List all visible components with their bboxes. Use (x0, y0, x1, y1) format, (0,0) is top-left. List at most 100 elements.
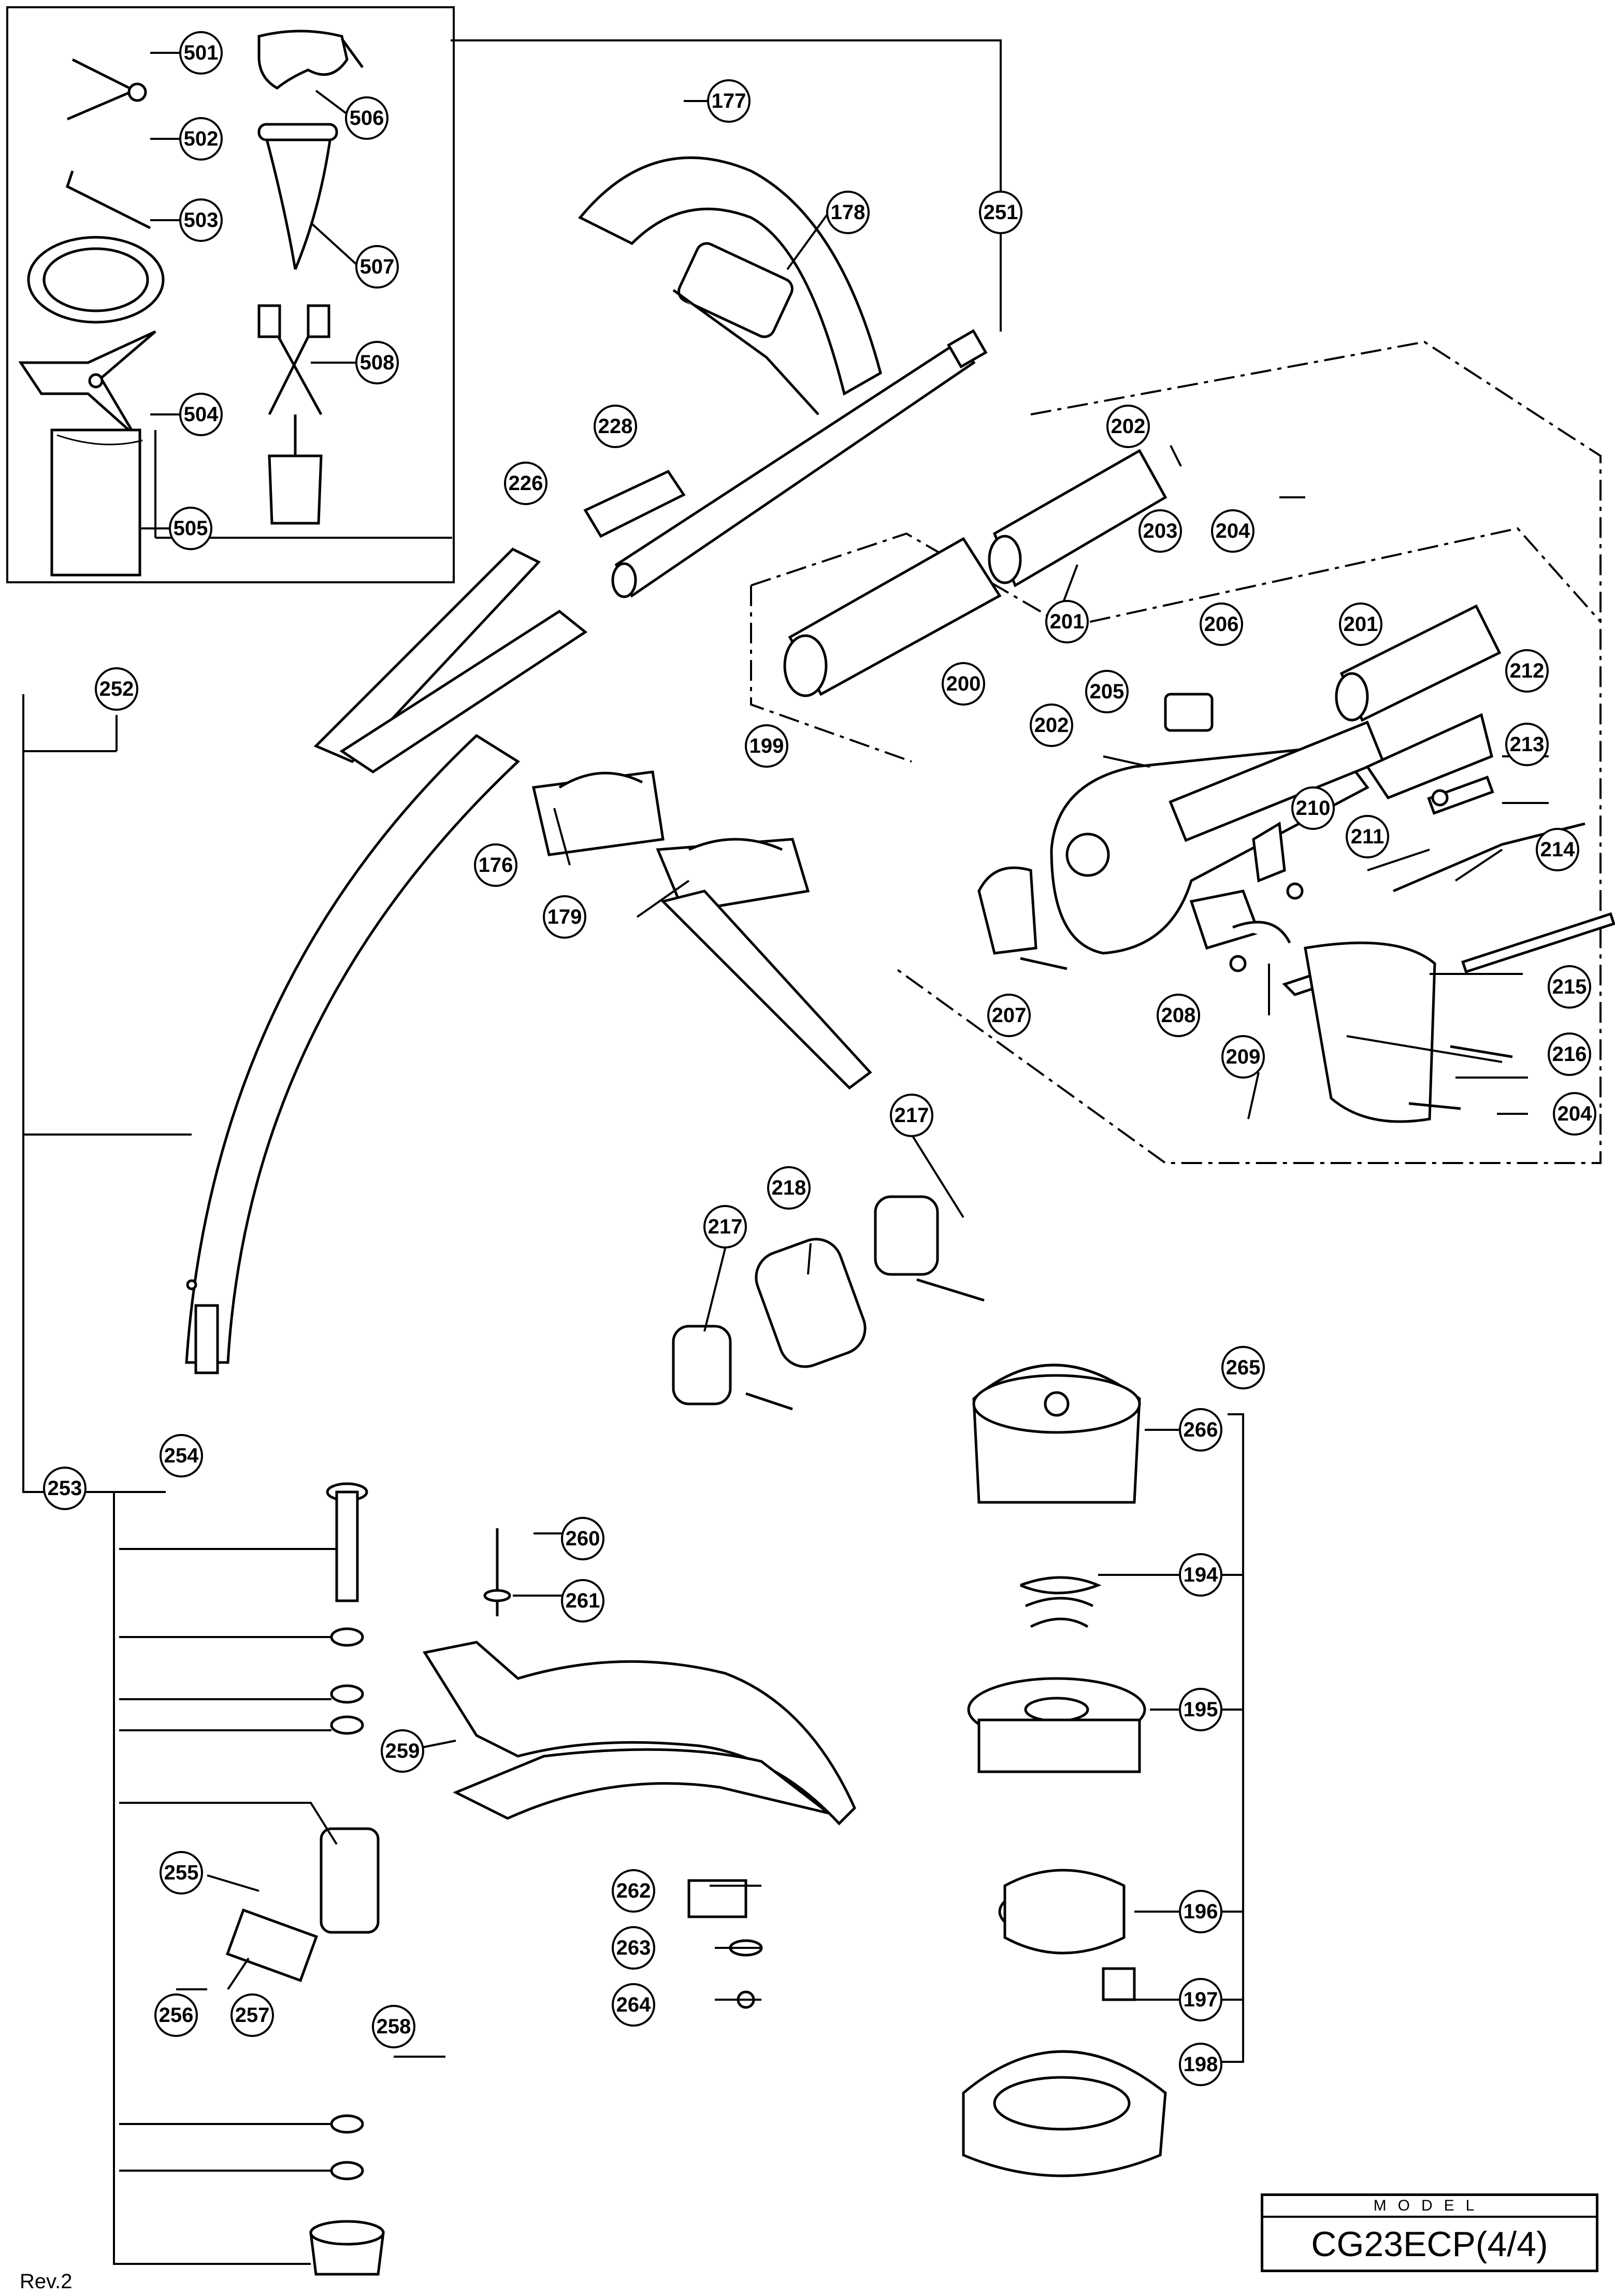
model-caption: MODEL (1263, 2196, 1596, 2218)
tool-bag-drawing (50, 428, 143, 577)
callout-263: 263 (612, 1926, 655, 1970)
hex-wrench-drawing (65, 170, 151, 229)
callout-207: 207 (987, 994, 1031, 1037)
callout-262: 262 (612, 1869, 655, 1913)
callout-194: 194 (1179, 1553, 1222, 1597)
callout-253: 253 (43, 1467, 86, 1510)
svg-text:506: 506 (350, 107, 384, 130)
callout-508: 508 (355, 341, 399, 384)
callout-204b: 204 (1553, 1092, 1596, 1136)
callout-199: 199 (745, 724, 788, 768)
svg-text:255: 255 (164, 1861, 199, 1884)
svg-text:201: 201 (1050, 610, 1085, 633)
throttle-cover-drawing (977, 866, 1513, 1123)
svg-text:505: 505 (174, 517, 208, 540)
revision-label: Rev.2 (20, 2270, 73, 2293)
callout-258: 258 (372, 2005, 415, 2048)
foam-grip-drawing (783, 449, 1502, 722)
svg-text:204: 204 (1558, 1102, 1592, 1125)
svg-text:202: 202 (1111, 415, 1146, 438)
callout-205: 205 (1085, 670, 1129, 713)
callout-202a: 202 (1106, 405, 1150, 448)
svg-text:502: 502 (184, 127, 219, 150)
svg-text:264: 264 (616, 1993, 651, 2016)
svg-text:503: 503 (184, 209, 219, 232)
callout-179: 179 (543, 895, 586, 939)
callout-226: 226 (504, 462, 547, 505)
svg-text:199: 199 (749, 735, 784, 757)
callout-503: 503 (179, 198, 223, 242)
callout-254: 254 (160, 1434, 203, 1477)
coupler-drawing (672, 1195, 985, 1411)
svg-text:253: 253 (48, 1477, 82, 1500)
safety-goggles-drawing (257, 30, 364, 90)
callout-501: 501 (179, 31, 223, 75)
callout-215: 215 (1548, 965, 1591, 1009)
callout-197: 197 (1179, 1978, 1222, 2021)
svg-text:178: 178 (831, 201, 866, 224)
callout-259: 259 (381, 1729, 424, 1773)
svg-text:198: 198 (1184, 2053, 1218, 2076)
svg-text:177: 177 (712, 90, 746, 112)
svg-text:201: 201 (1344, 613, 1378, 636)
svg-text:209: 209 (1226, 1045, 1261, 1068)
callout-216: 216 (1548, 1032, 1591, 1076)
svg-text:205: 205 (1090, 680, 1124, 703)
callout-217b: 217 (703, 1205, 747, 1249)
svg-text:261: 261 (566, 1589, 600, 1612)
svg-text:265: 265 (1226, 1356, 1261, 1379)
callout-261: 261 (561, 1579, 604, 1623)
svg-text:200: 200 (946, 672, 981, 695)
callout-177: 177 (707, 79, 751, 123)
callout-178: 178 (826, 191, 870, 234)
svg-text:218: 218 (772, 1176, 806, 1199)
handle-loop-drawing (578, 156, 882, 415)
svg-text:258: 258 (377, 2015, 411, 2038)
model-box: MODEL CG23ECP(4/4) (1261, 2193, 1598, 2272)
svg-text:197: 197 (1184, 1988, 1218, 2011)
throttle-housing-drawing (1050, 693, 1385, 955)
svg-text:252: 252 (99, 678, 134, 700)
svg-text:508: 508 (360, 351, 395, 374)
callout-204a: 204 (1211, 509, 1254, 553)
model-name: CG23ECP(4/4) (1311, 2225, 1548, 2264)
spark-plug-wrench-drawing (67, 58, 147, 121)
svg-text:214: 214 (1540, 838, 1575, 861)
svg-text:228: 228 (598, 415, 633, 438)
svg-text:263: 263 (616, 1936, 651, 1959)
callout-502: 502 (179, 117, 223, 161)
leader-lines (22, 52, 1549, 2265)
svg-text:194: 194 (1184, 1563, 1218, 1586)
callout-228: 228 (594, 405, 637, 448)
metal-blade-drawing (18, 330, 156, 436)
gear-head-drawing (225, 1482, 385, 2276)
callout-200: 200 (942, 662, 985, 706)
throttle-small-parts-drawing (1189, 713, 1615, 996)
svg-text:179: 179 (547, 906, 582, 928)
svg-text:251: 251 (984, 201, 1018, 224)
svg-text:262: 262 (616, 1879, 651, 1902)
accessory-box (6, 6, 455, 583)
upper-pipe-drawing (611, 329, 988, 598)
callout-201a: 201 (1045, 600, 1089, 643)
svg-text:195: 195 (1184, 1698, 1218, 1721)
callout-506: 506 (345, 96, 388, 140)
svg-text:176: 176 (479, 854, 513, 877)
callouts: 501 502 503 504 505 506 507 508 177 178 … (43, 31, 1596, 2086)
callout-260: 260 (561, 1517, 604, 1560)
svg-text:256: 256 (159, 2004, 194, 2027)
bent-shaft-drawing (185, 734, 521, 1374)
callout-505: 505 (169, 507, 212, 550)
callout-507: 507 (355, 245, 399, 289)
svg-text:204: 204 (1216, 520, 1250, 542)
svg-text:501: 501 (184, 41, 219, 64)
callout-196: 196 (1179, 1890, 1222, 1933)
svg-text:207: 207 (992, 1004, 1027, 1027)
callout-252: 252 (95, 667, 138, 711)
svg-text:217: 217 (708, 1215, 743, 1238)
handle-clamp-drawing (531, 770, 872, 1090)
callout-264: 264 (612, 1983, 655, 2027)
svg-text:202: 202 (1034, 714, 1069, 737)
tap-head-ring-drawing (27, 236, 165, 324)
callout-251: 251 (979, 191, 1022, 234)
